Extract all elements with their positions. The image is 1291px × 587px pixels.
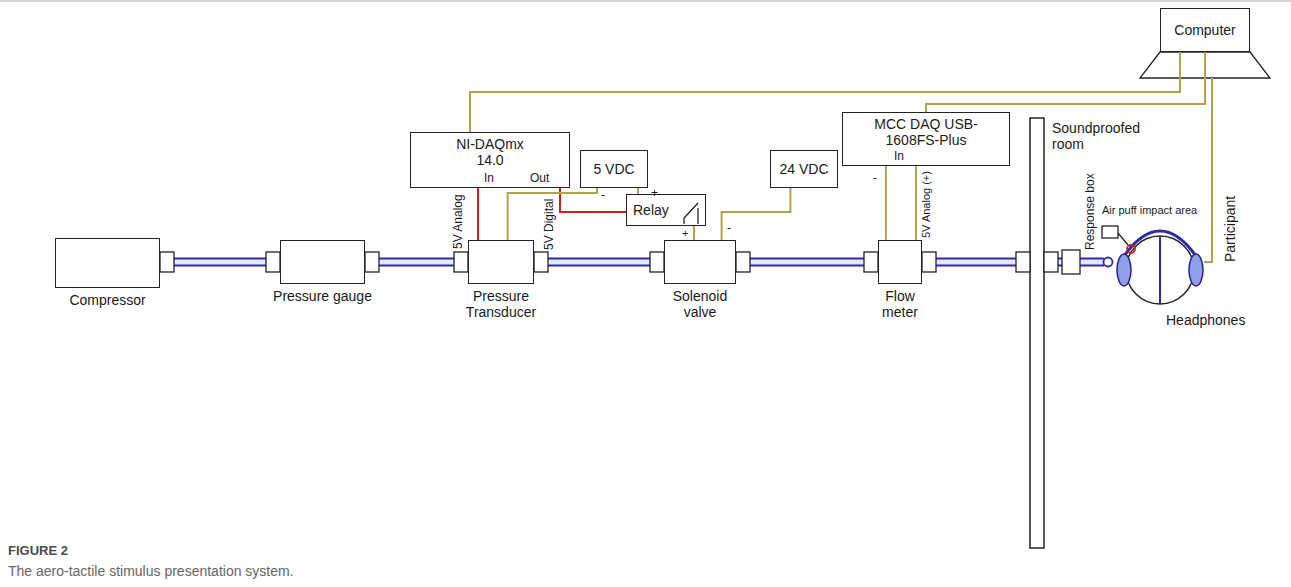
- air-tube: [534, 260, 664, 265]
- air-tube: [160, 262, 280, 263]
- air-tube: [534, 258, 664, 267]
- component-name: NI-DAQmx 14.0: [450, 136, 530, 168]
- polarity-mark: -: [601, 189, 605, 203]
- component-name: 24 VDC: [779, 161, 828, 177]
- signal-wire: [477, 188, 479, 240]
- top-rule: [0, 0, 1291, 2]
- tube-fitting: [922, 252, 936, 272]
- signal-wire: [926, 52, 1205, 112]
- signal-wire: [926, 52, 1205, 112]
- transducer-box: Pressure Transducer: [468, 240, 534, 284]
- air-tube: [736, 260, 878, 265]
- response-box: [1062, 250, 1080, 274]
- valve-box: Solenoid valve: [664, 240, 736, 284]
- room-label: Soundproofed room: [1052, 120, 1152, 152]
- signal-wire: [477, 188, 478, 240]
- computer-box: Computer: [1160, 8, 1250, 52]
- relay-switch: [684, 203, 698, 218]
- signal-wire: [885, 166, 886, 240]
- component-name: Pressure gauge: [273, 288, 372, 304]
- signal-wire: [915, 166, 916, 240]
- air-tube: [365, 260, 468, 265]
- port-label: In: [894, 150, 904, 164]
- signal-wire: [885, 166, 887, 240]
- ear-cup: [1117, 254, 1131, 286]
- polarity-mark: -: [727, 222, 731, 236]
- component-name: 5 VDC: [593, 161, 634, 177]
- relay-switch: [683, 218, 684, 224]
- relay-switch: [697, 208, 698, 224]
- part-label: Participant: [1222, 196, 1238, 262]
- tube-fitting: [1044, 252, 1058, 272]
- signal-wire: [694, 226, 695, 240]
- headphone-band: [1124, 231, 1196, 256]
- tube-fitting: [1016, 252, 1030, 272]
- participant-head: [1126, 236, 1194, 304]
- air-tube: [736, 258, 878, 267]
- ear-cup: [1189, 254, 1203, 286]
- tube-fitting: [736, 252, 750, 272]
- component-name: MCC DAQ USB-1608FS-Plus: [862, 116, 990, 148]
- flow-meter-box: Flow meter: [878, 240, 922, 284]
- signal-label: 5V Digital: [543, 199, 557, 250]
- signal-label: 5V Analog (+): [920, 171, 933, 238]
- relay-box: Relay: [626, 194, 706, 226]
- tube-fitting: [266, 252, 280, 272]
- part-label: Air puff impact area: [1102, 204, 1197, 217]
- signal-wire: [560, 188, 626, 212]
- room-wall: [1030, 118, 1044, 548]
- signal-wire: [915, 166, 917, 240]
- part-label: Headphones: [1166, 312, 1245, 328]
- component-name: Relay: [633, 202, 669, 218]
- air-tube: [736, 262, 878, 263]
- component-name: Flow meter: [875, 288, 925, 320]
- part-label: Response box: [1084, 173, 1098, 250]
- polarity-mark: -: [873, 172, 877, 186]
- signal-wire: [560, 188, 626, 212]
- power-supply-box: 5 VDC: [580, 150, 648, 188]
- puff-pointer: [1118, 233, 1128, 245]
- tube-fitting: [534, 252, 548, 272]
- tube-outlet: [1104, 258, 1113, 267]
- signal-wire: [693, 226, 695, 240]
- tube-fitting: [864, 252, 878, 272]
- gauge-box: Pressure gauge: [280, 240, 365, 284]
- headphone-wire: [1204, 78, 1212, 262]
- component-name: Solenoid valve: [670, 288, 730, 320]
- port-label: Out: [530, 172, 549, 186]
- signal-wire: [722, 188, 791, 240]
- air-tube: [365, 258, 468, 267]
- air-tube: [534, 262, 664, 263]
- figure-caption: The aero-tactile stimulus presentation s…: [8, 563, 294, 579]
- signal-wire: [722, 188, 791, 240]
- air-tube: [160, 262, 280, 263]
- puff-icon: [1102, 226, 1118, 238]
- signal-label: 5V Analog: [452, 194, 466, 249]
- tube-fitting: [160, 252, 174, 272]
- component-name: Pressure Transducer: [459, 288, 543, 320]
- daq-box: MCC DAQ USB-1608FS-Plus: [842, 112, 1010, 166]
- component-name: Computer: [1174, 22, 1235, 38]
- power-supply-box: 24 VDC: [770, 150, 838, 188]
- component-name: Compressor: [69, 292, 145, 308]
- polarity-mark: +: [651, 187, 658, 201]
- figure-number: FIGURE 2: [8, 544, 68, 559]
- air-tube: [160, 262, 280, 263]
- tube-fitting: [365, 252, 379, 272]
- polarity-mark: +: [682, 227, 688, 240]
- compressor-box: Compressor: [55, 238, 160, 288]
- headphone-line: [1159, 236, 1161, 304]
- impact-point: [1127, 245, 1135, 253]
- port-label: In: [484, 172, 494, 186]
- tube-fitting: [454, 252, 468, 272]
- air-tube: [365, 262, 468, 263]
- tube-fitting: [650, 252, 664, 272]
